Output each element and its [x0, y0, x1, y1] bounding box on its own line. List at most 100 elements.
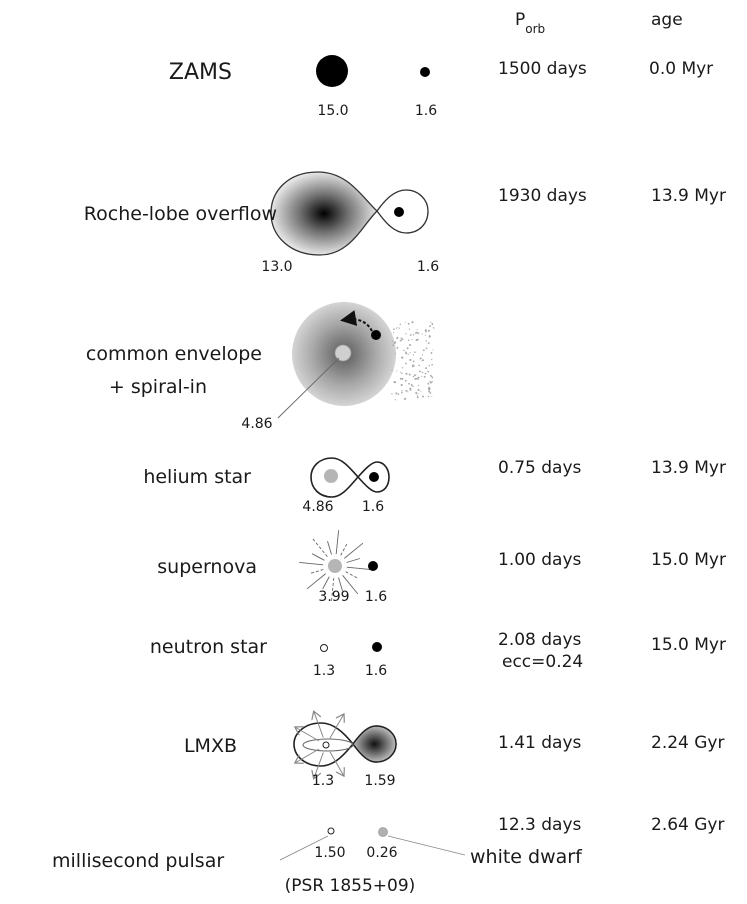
zams-m2: 1.6	[414, 103, 438, 119]
ejecta-dot	[398, 327, 400, 329]
ejecta-dot	[431, 363, 433, 366]
zams-porb: 1500 days	[498, 59, 587, 79]
lmxb-porb: 1.41 days	[498, 733, 582, 753]
ejecta-dot	[428, 390, 431, 393]
ejecta-dot	[419, 357, 422, 360]
ns-companion-star	[372, 642, 382, 652]
zams-m1: 15.0	[317, 103, 349, 119]
zams-age: 0.0 Myr	[649, 59, 714, 79]
ejecta-dot	[427, 342, 430, 345]
ejecta-dot	[399, 377, 402, 380]
ejecta-dot	[414, 351, 416, 354]
ejecta-dot	[431, 376, 434, 379]
ejecta-dot	[423, 375, 426, 378]
msp-wd-label: white dwarf	[470, 846, 582, 868]
ejecta-dot	[408, 373, 411, 376]
ejecta-dot	[418, 370, 421, 373]
ejecta-dot	[394, 353, 396, 355]
ejecta-dot	[430, 351, 433, 354]
ejecta-dot	[432, 327, 435, 329]
msp-label: millisecond pulsar	[52, 850, 225, 872]
ejecta-dot	[425, 367, 428, 370]
ejecta-dot	[394, 399, 396, 401]
ejecta-dot	[429, 392, 432, 394]
ejecta-dot	[409, 358, 412, 362]
ejecta-dot	[416, 396, 419, 399]
explosion-ray	[346, 566, 371, 571]
ce-core	[334, 344, 352, 362]
ejecta-dot	[411, 321, 414, 324]
ejecta-dot	[418, 364, 420, 367]
ejecta-dot	[409, 352, 411, 354]
ejecta-dot	[391, 393, 393, 395]
ejecta-dot	[408, 343, 412, 347]
helium-m2: 1.6	[361, 499, 385, 515]
ejecta-dot	[414, 332, 417, 334]
ejecta-dot	[427, 382, 430, 385]
helium-age: 13.9 Myr	[651, 458, 726, 478]
rlof-porb: 1930 days	[498, 186, 587, 206]
rlof-secondary-star	[394, 207, 404, 217]
ejecta-dot	[406, 347, 409, 350]
ejecta-dot	[415, 331, 418, 334]
ejecta-dot	[412, 375, 415, 378]
helium-label: helium star	[143, 466, 251, 488]
sn-m1: 3.99	[318, 589, 350, 605]
helium-m1: 4.86	[302, 499, 334, 515]
ejecta-dot	[421, 360, 423, 362]
explosion-ray	[311, 553, 325, 561]
sn-companion-star	[368, 561, 378, 571]
ejecta-dot	[397, 393, 400, 396]
sn-porb: 1.00 days	[498, 550, 582, 570]
ejecta-dot	[408, 382, 410, 385]
ejecta-dot	[414, 377, 417, 380]
ejecta-dot	[405, 389, 408, 392]
rlof-age: 13.9 Myr	[651, 186, 726, 206]
ejecta-dot	[391, 369, 393, 371]
ejecta-dot	[428, 330, 430, 332]
lmxb-neutron-star	[322, 741, 330, 749]
explosion-ray	[311, 537, 328, 557]
ejecta-dot	[425, 340, 428, 342]
ejecta-dot	[409, 334, 412, 336]
ejecta-dot	[429, 388, 431, 390]
ejecta-dot	[420, 391, 422, 393]
ejecta-dot	[412, 334, 415, 336]
porb-header-main: P	[515, 10, 526, 30]
msp-wd-pointer	[387, 835, 466, 856]
ns-neutron-star	[320, 644, 328, 652]
ejecta-dot	[432, 349, 434, 351]
rlof-label: Roche-lobe overflow	[83, 203, 277, 225]
ce-core-mass: 4.86	[241, 416, 273, 432]
ejecta-dot	[404, 321, 406, 323]
sn-label: supernova	[157, 556, 257, 578]
ejecta-dot	[404, 397, 407, 400]
msp-porb: 12.3 days	[498, 815, 582, 835]
rlof-roche-lobe-outline	[270, 171, 378, 256]
ejecta-dot	[395, 392, 398, 395]
ejecta-dot	[401, 390, 403, 392]
msp-pulsar	[327, 827, 335, 835]
ejecta-dot	[407, 339, 410, 342]
ejecta-dot	[425, 334, 427, 336]
lmxb-m1: 1.3	[311, 773, 335, 789]
ejecta-dot	[428, 386, 431, 389]
explosion-ray	[346, 558, 361, 563]
lmxb-age: 2.24 Gyr	[651, 733, 725, 753]
ce-spiral-arrow	[340, 310, 373, 332]
ns-m1: 1.3	[312, 663, 336, 679]
ejecta-dot	[428, 364, 431, 367]
xray-arrow	[314, 711, 324, 738]
zams-label: ZAMS	[168, 60, 232, 85]
xray-arrow	[314, 752, 324, 779]
ejecta-dot	[401, 356, 404, 359]
ejecta-dot	[411, 365, 414, 368]
ejecta-dot	[401, 372, 403, 375]
explosion-ray	[345, 571, 359, 579]
ns-ecc: ecc=0.24	[502, 652, 584, 672]
ce-secondary-star	[371, 330, 381, 340]
explosion-ray	[327, 540, 332, 555]
ejecta-dot	[429, 325, 431, 328]
ejecta-dot	[412, 360, 415, 363]
sn-m2: 1.6	[364, 589, 388, 605]
